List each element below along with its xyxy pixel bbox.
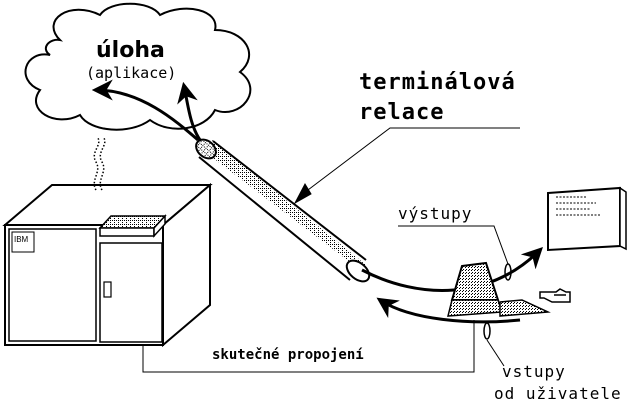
- application-label: (aplikace): [86, 64, 177, 82]
- connection-label: skutečné propojení: [212, 347, 364, 363]
- session-label-line2: relace: [359, 100, 445, 125]
- input-arrow: [376, 297, 521, 324]
- pointing-hand-icon: [539, 288, 571, 303]
- task-label: úloha: [96, 38, 165, 63]
- output-pointer-line: [398, 225, 509, 265]
- inputs-label-line2: od uživatele: [494, 384, 622, 403]
- cable-icon: [195, 138, 371, 283]
- session-label-line1: terminálová: [359, 70, 516, 95]
- outputs-label: výstupy: [398, 204, 473, 223]
- keyboard-icon: [447, 261, 551, 317]
- input-pointer-line: [486, 339, 505, 367]
- connection-line: [142, 320, 475, 373]
- inputs-label-line1: vstupy: [502, 362, 566, 381]
- term-pointer-head: [293, 182, 312, 205]
- output-arrow: [361, 247, 543, 292]
- session-arrows: [91, 79, 202, 142]
- process-link-icon: [93, 137, 106, 191]
- term-pointer-line: [299, 127, 520, 197]
- brand-label: IBM: [14, 235, 29, 244]
- mainframe-icon: [2, 182, 213, 348]
- monitor-icon: [547, 186, 627, 252]
